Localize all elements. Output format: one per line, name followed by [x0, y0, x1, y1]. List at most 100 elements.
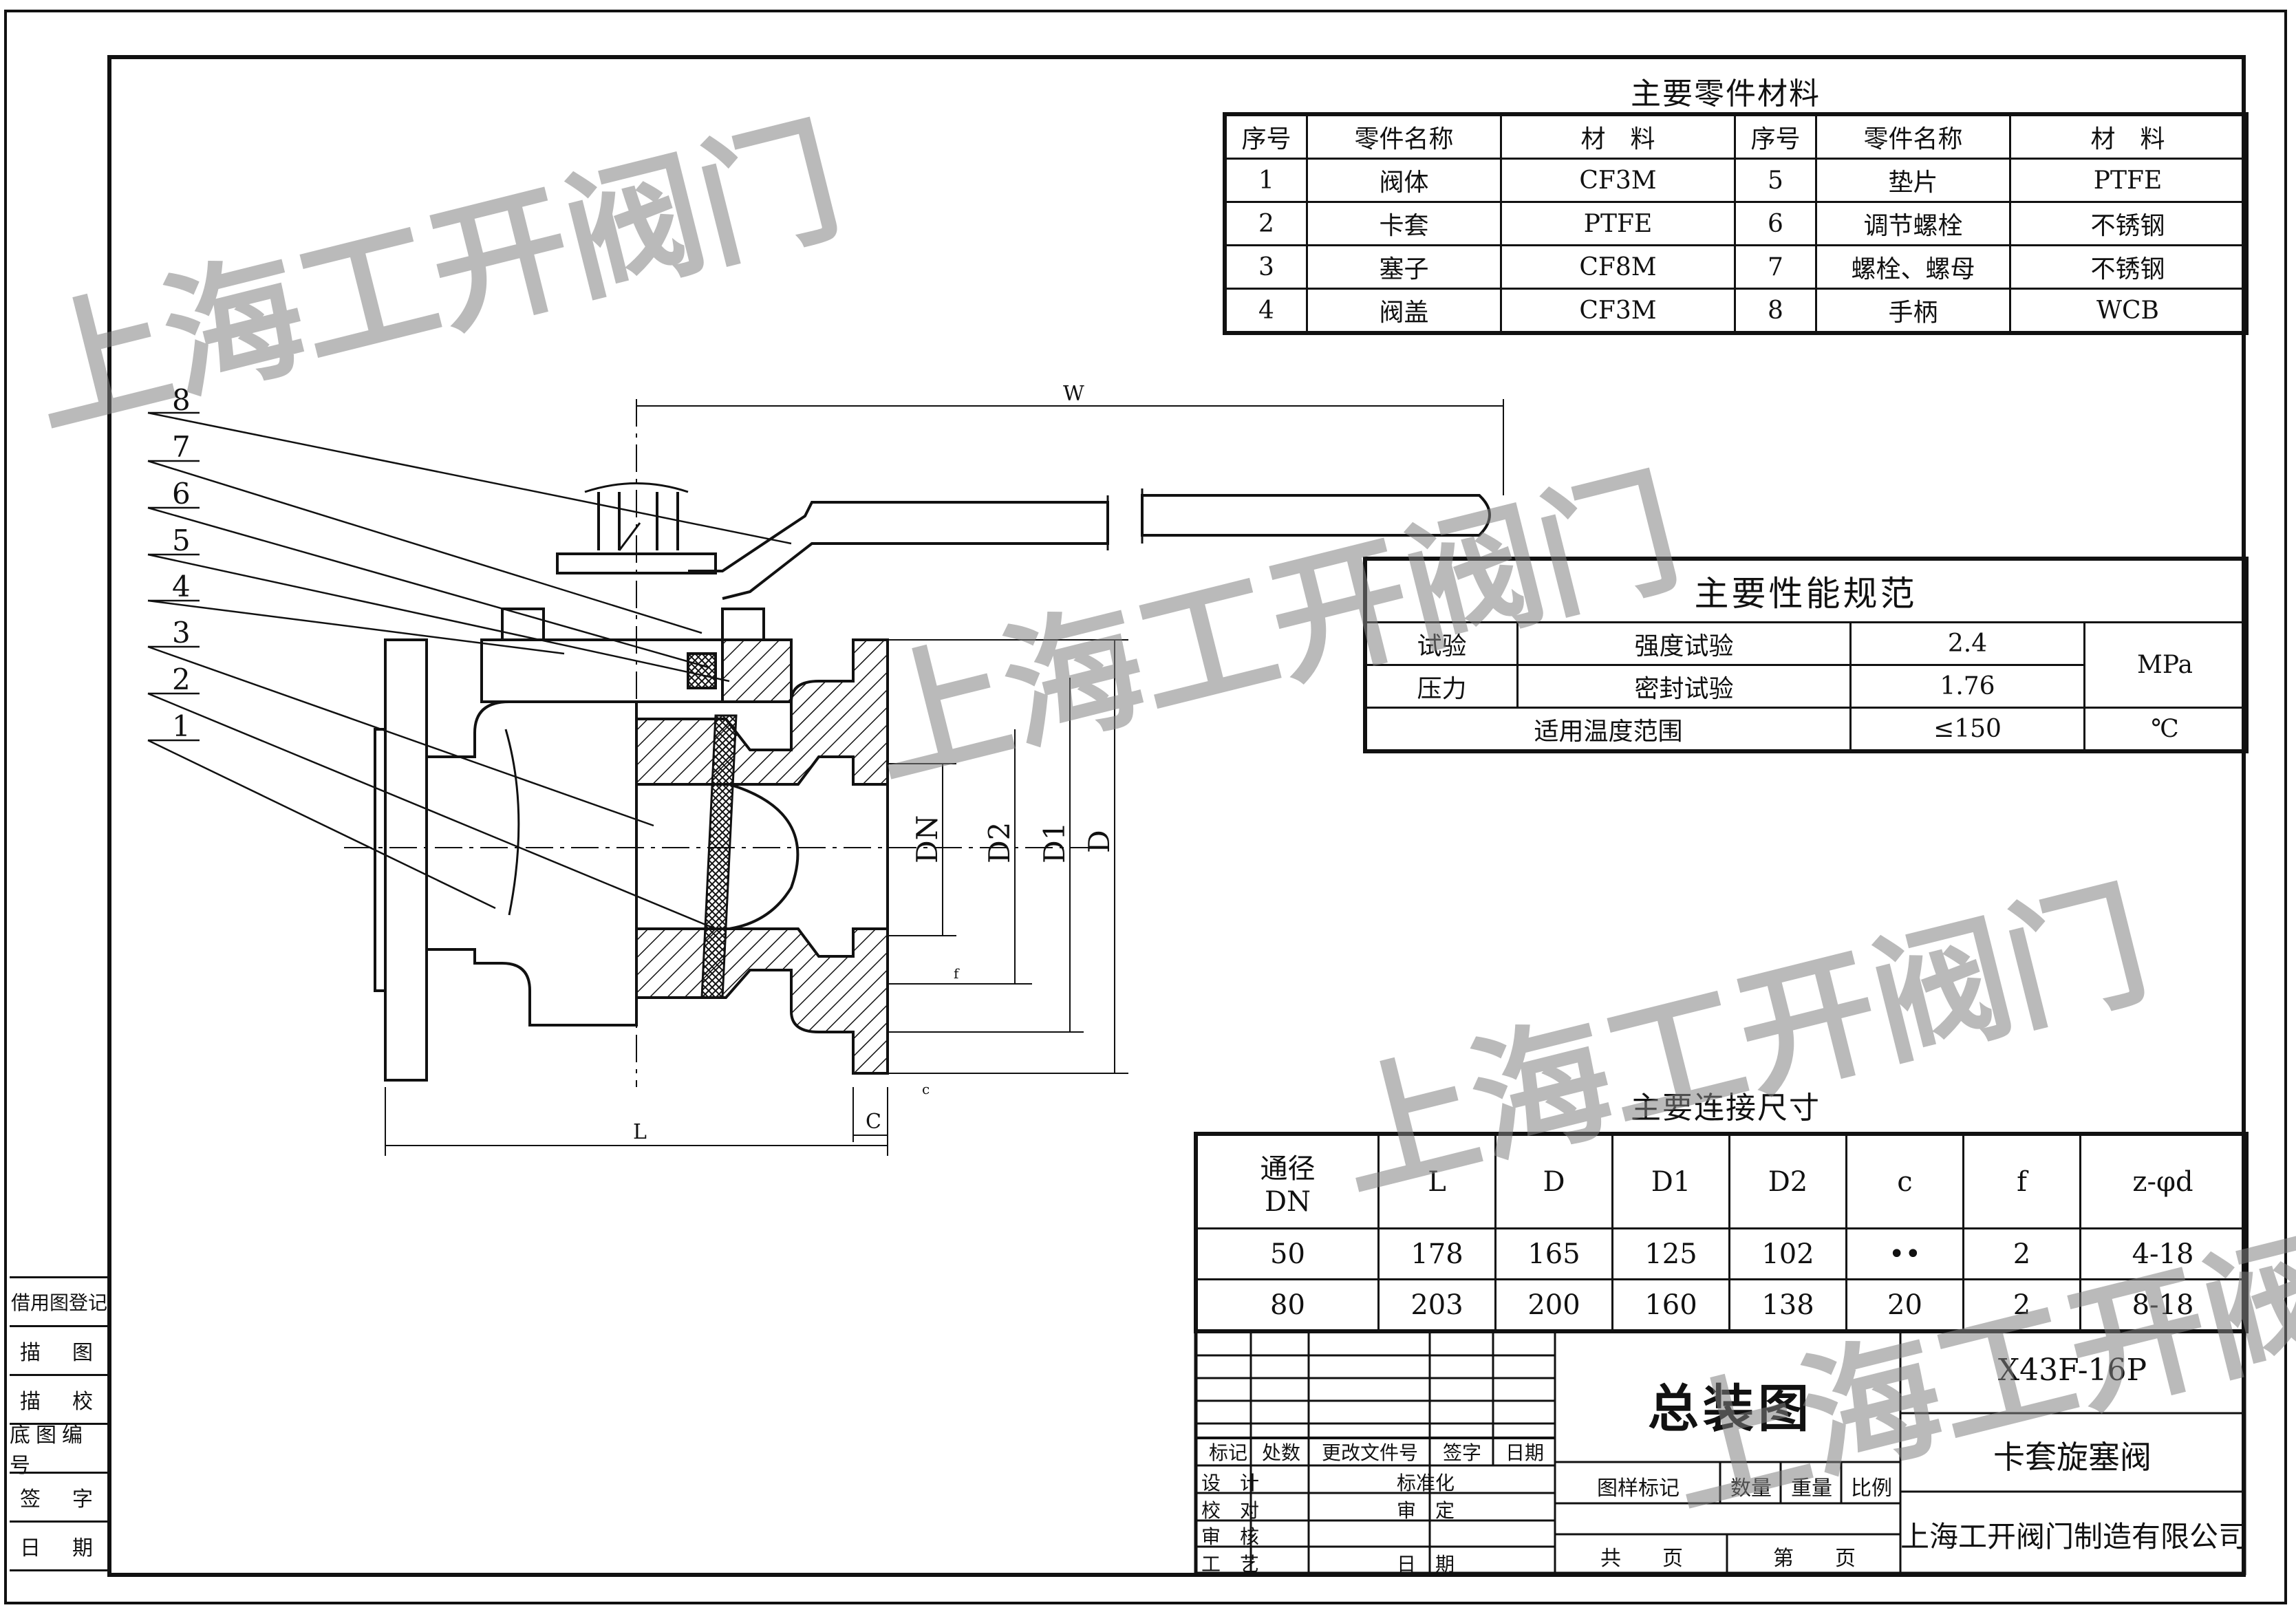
label-design: 设 计	[1201, 1472, 1260, 1494]
header-cell: D2	[1728, 1134, 1847, 1229]
label-check: 校 对	[1201, 1499, 1260, 1522]
seal-test-value: 1.76	[1849, 664, 2085, 709]
dimensions-table-title: 主要连接尺寸	[1631, 1090, 1821, 1126]
side-label: 借用图登记	[10, 1276, 109, 1327]
cell: 2	[1962, 1278, 2081, 1331]
pressure-unit: MPa	[2083, 621, 2246, 709]
side-label: 签 字	[10, 1474, 109, 1523]
strength-test-value: 2.4	[1849, 621, 2085, 666]
header-cell: z-φd	[2079, 1134, 2246, 1229]
outer-border	[4, 10, 2287, 1604]
dim-label-d2: D2	[983, 822, 1016, 863]
cell: 8-18	[2079, 1278, 2246, 1331]
cell: 200	[1494, 1278, 1613, 1331]
header-cell: 序号	[1734, 114, 1817, 160]
dim-label-l: L	[633, 1120, 647, 1144]
temperature-range-value: ≤150	[1849, 707, 2085, 751]
label-standard: 标准化	[1397, 1472, 1455, 1494]
test-pressure-label: 压力	[1365, 664, 1519, 709]
leader-label-5: 5	[172, 524, 191, 557]
handle-grip	[1141, 494, 1491, 537]
rev-header-doc: 更改文件号	[1321, 1441, 1418, 1464]
valve-body	[427, 700, 638, 1027]
leader-label-2: 2	[172, 663, 191, 696]
dim-label-w: W	[1063, 382, 1084, 406]
cell: 塞子	[1306, 244, 1502, 290]
header-cell: 零件名称	[1306, 114, 1502, 160]
cell: 102	[1728, 1227, 1847, 1280]
leader-label-6: 6	[172, 477, 191, 511]
label-approve: 审 定	[1397, 1499, 1455, 1522]
cell: 8	[1734, 288, 1817, 333]
attr-header-scale: 比例	[1851, 1476, 1892, 1501]
parts-table-title: 主要零件材料	[1631, 76, 1821, 111]
cell: 2	[1962, 1227, 2081, 1280]
label-review: 审 核	[1201, 1525, 1260, 1548]
cell: 阀体	[1306, 158, 1502, 203]
header-cell: D1	[1611, 1134, 1730, 1229]
cell: WCB	[2009, 288, 2246, 333]
header-dn-line2: DN	[1264, 1185, 1311, 1218]
cell: 4	[1225, 288, 1308, 333]
header-cell: 材 料	[1500, 114, 1736, 160]
drawing-title: 总装图	[1648, 1379, 1813, 1439]
cell: 垫片	[1815, 158, 2011, 203]
cell: 调节螺栓	[1815, 201, 2011, 246]
dim-label-d1: D1	[1038, 822, 1071, 863]
performance-table: 主要性能规范 试验 强度试验 2.4 MPa 压力 密封试验 1.76 适用温度…	[1363, 557, 2249, 753]
inner-border	[107, 55, 2246, 1577]
dim-label-c-small: c	[922, 1081, 930, 1097]
rev-header-sign: 签字	[1442, 1441, 1481, 1464]
cell: 5	[1734, 158, 1817, 203]
attr-header-mark: 图样标记	[1597, 1476, 1680, 1501]
cell: 50	[1196, 1227, 1380, 1280]
header-cell: D	[1494, 1134, 1613, 1229]
company-name: 上海工开阀门制造有限公司	[1900, 1520, 2248, 1554]
sheet-number: 第 页	[1773, 1547, 1856, 1571]
cell: 20	[1845, 1278, 1964, 1331]
stem-nut	[556, 552, 717, 574]
side-label: 日 期	[10, 1523, 109, 1571]
left-flange	[384, 638, 428, 1082]
cell: 手柄	[1815, 288, 2011, 333]
label-process: 工 艺	[1201, 1553, 1260, 1576]
cell: 阀盖	[1306, 288, 1502, 333]
label-date: 日 期	[1397, 1553, 1455, 1576]
stem	[597, 492, 679, 550]
cell: 165	[1494, 1227, 1613, 1280]
handle	[688, 501, 1109, 600]
cell: CF8M	[1500, 244, 1736, 290]
cell: 138	[1728, 1278, 1847, 1331]
header-cell: L	[1377, 1134, 1496, 1229]
cell: ••	[1845, 1227, 1964, 1280]
cell: CF3M	[1500, 158, 1736, 203]
leader-label-7: 7	[172, 430, 191, 464]
side-label: 描 图	[10, 1327, 109, 1376]
cell: CF3M	[1500, 288, 1736, 333]
cell: 不锈钢	[2009, 201, 2246, 246]
cell: 160	[1611, 1278, 1730, 1331]
leader-label-1: 1	[172, 709, 191, 743]
attr-header-qty: 数量	[1730, 1476, 1772, 1501]
rev-header-count: 处数	[1261, 1441, 1300, 1464]
sheet-total: 共 页	[1600, 1547, 1683, 1571]
model-number: X43F-16P	[1997, 1353, 2147, 1388]
body-section-lower	[635, 927, 889, 1075]
test-pressure-label: 试验	[1365, 621, 1519, 666]
attr-header-weight: 重量	[1791, 1476, 1832, 1501]
product-name: 卡套旋塞阀	[1993, 1439, 2152, 1476]
cell: 7	[1734, 244, 1817, 290]
side-label: 描 校	[10, 1376, 109, 1425]
cell: 2	[1225, 201, 1308, 246]
rev-header-mark: 标记	[1208, 1441, 1247, 1464]
table-header-row: 序号 零件名称 材 料 序号 零件名称 材 料	[1225, 114, 2246, 160]
